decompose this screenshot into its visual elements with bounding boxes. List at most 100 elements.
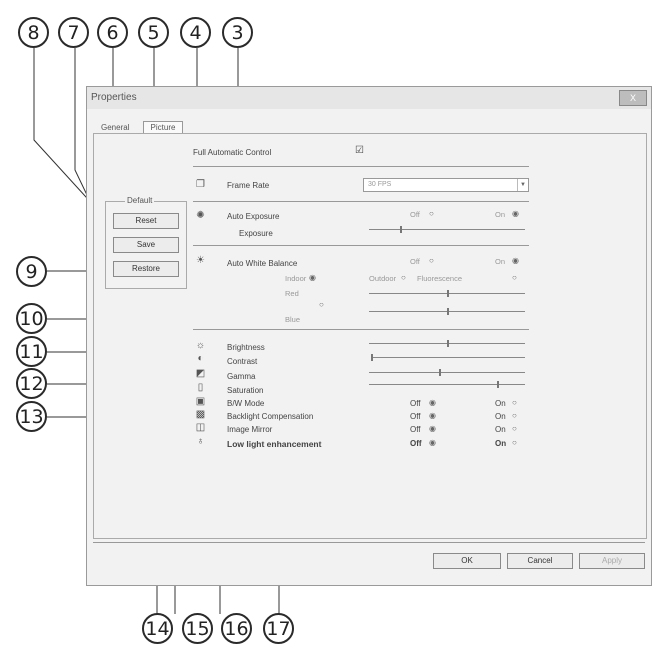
callout-14: 14 (142, 613, 173, 644)
backlight-off-label: Off (410, 412, 421, 421)
contrast-slider-thumb[interactable] (371, 354, 373, 361)
picture-panel (93, 133, 647, 539)
gamma-slider[interactable] (369, 369, 525, 376)
backlight-off-radio[interactable]: ◉ (429, 411, 436, 420)
ok-button[interactable]: OK (433, 553, 501, 569)
title-bar: Properties X (87, 87, 651, 109)
low-light-on-label: On (495, 439, 507, 448)
white-balance-radio[interactable]: ○ (319, 300, 324, 309)
tab-general[interactable]: General (101, 123, 130, 132)
callout-13: 13 (16, 401, 47, 432)
exposure-slider[interactable] (369, 226, 525, 233)
low-light-off-label: Off (410, 439, 422, 448)
low-light-bulb-icon: ♁ (196, 436, 205, 447)
chevron-down-icon: ▼ (517, 179, 528, 191)
image-mirror-label: Image Mirror (227, 425, 273, 434)
white-balance-icon: ☀ (196, 255, 205, 266)
full-auto-control-label: Full Automatic Control (193, 148, 272, 157)
bw-mode-off-radio[interactable]: ◉ (429, 398, 436, 407)
save-button[interactable]: Save (113, 237, 179, 253)
backlight-icon: ▩ (195, 409, 206, 420)
outdoor-label: Outdoor (369, 274, 397, 283)
red-slider-thumb[interactable] (447, 290, 449, 297)
white-balance-on-radio[interactable]: ◉ (512, 256, 519, 265)
contrast-label: Contrast (227, 357, 258, 366)
red-label: Red (285, 289, 299, 298)
divider (193, 201, 529, 202)
brightness-slider-thumb[interactable] (447, 340, 449, 347)
exposure-label: Exposure (239, 229, 273, 238)
callout-11: 11 (16, 336, 47, 367)
image-mirror-on-label: On (495, 425, 506, 434)
callout-9: 9 (16, 256, 47, 287)
saturation-icon: ▯ (197, 382, 204, 393)
blue-slider[interactable] (369, 308, 525, 315)
saturation-slider[interactable] (369, 381, 525, 388)
divider (193, 166, 529, 167)
image-mirror-icon: ◫ (195, 422, 206, 433)
callout-7: 7 (58, 17, 89, 48)
callout-6: 6 (97, 17, 128, 48)
image-mirror-off-radio[interactable]: ◉ (429, 424, 436, 433)
full-auto-control-checkbox[interactable]: ☑ (355, 145, 364, 156)
callout-16: 16 (221, 613, 252, 644)
auto-exposure-off-radio[interactable]: ○ (429, 209, 434, 218)
bw-mode-off-label: Off (410, 399, 421, 408)
footer-divider (93, 542, 645, 543)
callout-17: 17 (263, 613, 294, 644)
exposure-slider-thumb[interactable] (400, 226, 403, 233)
low-light-on-radio[interactable]: ○ (512, 438, 517, 447)
properties-window: Properties X General Picture Full Automa… (86, 86, 652, 586)
low-light-enhancement-label: Low light enhancement (227, 439, 322, 449)
callout-15: 15 (182, 613, 213, 644)
fluorescence-radio[interactable]: ○ (512, 273, 517, 282)
auto-exposure-off-label: Off (410, 210, 420, 219)
auto-white-balance-label: Auto White Balance (227, 259, 298, 268)
low-light-off-radio[interactable]: ◉ (429, 438, 436, 447)
bw-mode-on-radio[interactable]: ○ (512, 398, 517, 407)
contrast-icon: ◐ (197, 353, 204, 364)
bw-mode-on-label: On (495, 399, 506, 408)
restore-button[interactable]: Restore (113, 261, 179, 277)
brightness-icon: ☼ (195, 340, 206, 351)
brightness-slider[interactable] (369, 340, 525, 347)
gamma-label: Gamma (227, 372, 256, 381)
callout-10: 10 (16, 303, 47, 334)
fluorescence-label: Fluorescence (417, 274, 463, 283)
saturation-slider-thumb[interactable] (496, 381, 499, 388)
callout-4: 4 (180, 17, 211, 48)
blue-label: Blue (285, 315, 301, 324)
gamma-slider-thumb[interactable] (439, 369, 442, 376)
frame-rate-icon: ❐ (196, 179, 205, 190)
indoor-radio[interactable]: ◉ (309, 273, 316, 282)
white-balance-off-label: Off (410, 257, 420, 266)
callout-8: 8 (18, 17, 49, 48)
reset-button[interactable]: Reset (113, 213, 179, 229)
white-balance-off-radio[interactable]: ○ (429, 256, 434, 265)
auto-exposure-on-label: On (495, 210, 506, 219)
bw-mode-label: B/W Mode (227, 399, 265, 408)
divider (193, 329, 529, 330)
cancel-button[interactable]: Cancel (507, 553, 573, 569)
backlight-on-radio[interactable]: ○ (512, 411, 517, 420)
image-mirror-on-radio[interactable]: ○ (512, 424, 517, 433)
outdoor-radio[interactable]: ○ (401, 273, 406, 282)
contrast-slider[interactable] (371, 354, 525, 361)
apply-button[interactable]: Apply (579, 553, 645, 569)
indoor-label: Indoor (285, 274, 307, 283)
close-button[interactable]: X (619, 90, 647, 106)
frame-rate-select[interactable]: 30 FPS ▼ (363, 178, 529, 192)
window-title: Properties (91, 92, 137, 103)
red-slider[interactable] (369, 290, 525, 297)
default-group-title: Default (125, 196, 155, 205)
image-mirror-off-label: Off (410, 425, 421, 434)
brightness-label: Brightness (227, 343, 265, 352)
auto-exposure-on-radio[interactable]: ◉ (512, 209, 519, 218)
backlight-on-label: On (495, 412, 506, 421)
blue-slider-thumb[interactable] (447, 308, 449, 315)
exposure-icon: ✺ (196, 210, 205, 221)
auto-exposure-label: Auto Exposure (227, 212, 280, 221)
frame-rate-label: Frame Rate (227, 181, 270, 190)
gamma-icon: ◩ (195, 368, 206, 379)
callout-12: 12 (16, 368, 47, 399)
